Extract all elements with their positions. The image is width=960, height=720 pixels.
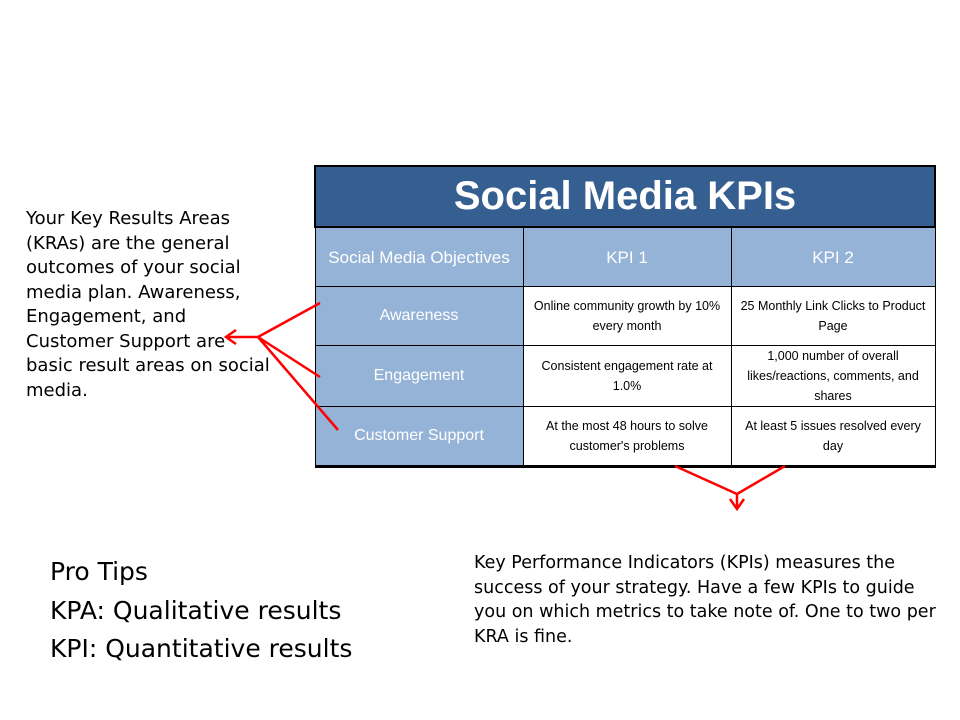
table-row: Customer Support At the most 48 hours to… bbox=[314, 406, 936, 468]
kra-note: Your Key Results Areas (KRAs) are the ge… bbox=[26, 208, 270, 401]
pro-tip-kpa: KPA: Qualitative results bbox=[50, 595, 342, 625]
kpi1-cell: Consistent engagement rate at 1.0% bbox=[522, 345, 732, 407]
kpi2-cell: 25 Monthly Link Clicks to Product Page bbox=[730, 286, 936, 346]
header-objectives: Social Media Objectives bbox=[314, 226, 524, 287]
pro-tips: Pro Tips KPA: Qualitative results KPI: Q… bbox=[50, 553, 352, 669]
objective-cell: Awareness bbox=[314, 286, 524, 346]
objective-cell: Engagement bbox=[314, 345, 524, 407]
kpi2-cell: At least 5 issues resolved every day bbox=[730, 406, 936, 468]
kpi1-cell: At the most 48 hours to solve customer's… bbox=[522, 406, 732, 468]
pro-tips-title: Pro Tips bbox=[50, 557, 148, 586]
left-arrow-icon bbox=[223, 301, 339, 431]
table-row: Engagement Consistent engagement rate at… bbox=[314, 345, 936, 407]
header-kpi2: KPI 2 bbox=[730, 226, 936, 287]
kpi1-cell: Online community growth by 10% every mon… bbox=[522, 286, 732, 346]
pro-tip-kpi: KPI: Quantitative results bbox=[50, 634, 353, 663]
table-title: Social Media KPIs bbox=[314, 165, 936, 228]
kpi-note: Key Performance Indicators (KPIs) measur… bbox=[474, 553, 936, 647]
bottom-arrow-icon bbox=[674, 464, 786, 512]
table-row: Awareness Online community growth by 10%… bbox=[314, 286, 936, 346]
kpi-table: Social Media KPIs Social Media Objective… bbox=[314, 165, 936, 468]
kpi2-cell: 1,000 number of overall likes/reactions,… bbox=[730, 345, 936, 407]
